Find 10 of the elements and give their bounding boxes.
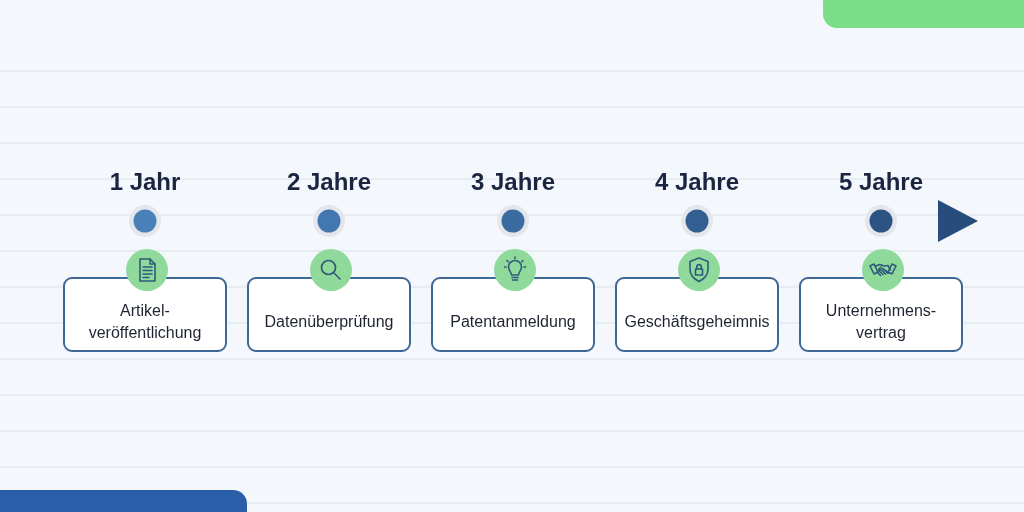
stage-label: Artikel-veröffentlichung — [87, 300, 203, 343]
year-label: 5 Jahre — [837, 168, 925, 196]
year-label: 1 Jahr — [108, 168, 182, 196]
stage-label: Datenüberprüfung — [263, 311, 395, 332]
stage-label: Unternehmens-vertrag — [824, 300, 938, 343]
year-label: 4 Jahre — [653, 168, 741, 196]
year-label: 3 Jahre — [469, 168, 557, 196]
stage-label: Patentanmeldung — [449, 311, 577, 332]
stage-label: Geschäftsgeheimnis — [623, 311, 771, 332]
year-label: 2 Jahre — [285, 168, 373, 196]
